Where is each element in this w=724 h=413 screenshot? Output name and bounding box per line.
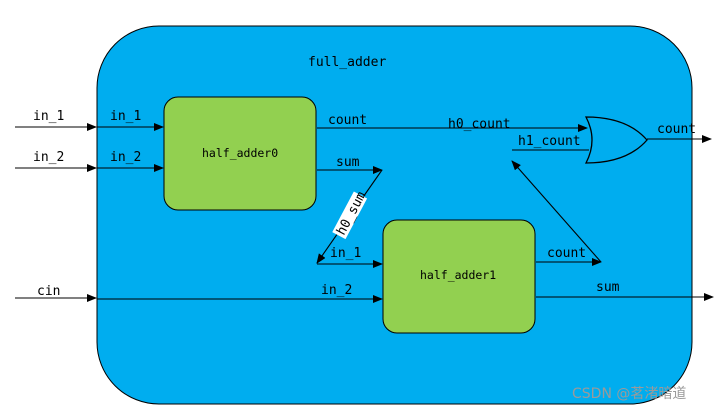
ha0-sum-label: sum xyxy=(336,155,360,170)
ha1-in1-label: in_1 xyxy=(330,246,361,261)
watermark-text: CSDN @茗渚暗道 xyxy=(572,386,686,402)
in2-external-label: in_2 xyxy=(33,150,64,165)
count-output-label: count xyxy=(657,122,696,137)
full-adder-container xyxy=(96,25,693,405)
half-adder0-label: half_adder0 xyxy=(202,146,278,160)
sum-output-label: sum xyxy=(596,280,620,295)
cin-external-label: cin xyxy=(37,284,60,299)
ha0-count-label: count xyxy=(328,113,367,128)
h0-count-label: h0_count xyxy=(448,117,511,132)
module-title: full_adder xyxy=(308,55,386,70)
half-adder1-label: half_adder1 xyxy=(420,268,496,282)
ha0-in1-label: in_1 xyxy=(110,109,141,124)
ha1-in2-label: in_2 xyxy=(321,283,352,298)
half-adder0-block xyxy=(163,96,317,211)
ha1-count-label: count xyxy=(547,246,586,261)
or-gate-icon xyxy=(584,116,648,164)
half-adder1-block xyxy=(382,219,536,334)
in1-external-label: in_1 xyxy=(33,109,64,124)
h1-count-label: h1_count xyxy=(518,134,581,149)
h1-count-diagonal-wire xyxy=(511,160,602,263)
ha0-in2-label: in_2 xyxy=(110,150,141,165)
